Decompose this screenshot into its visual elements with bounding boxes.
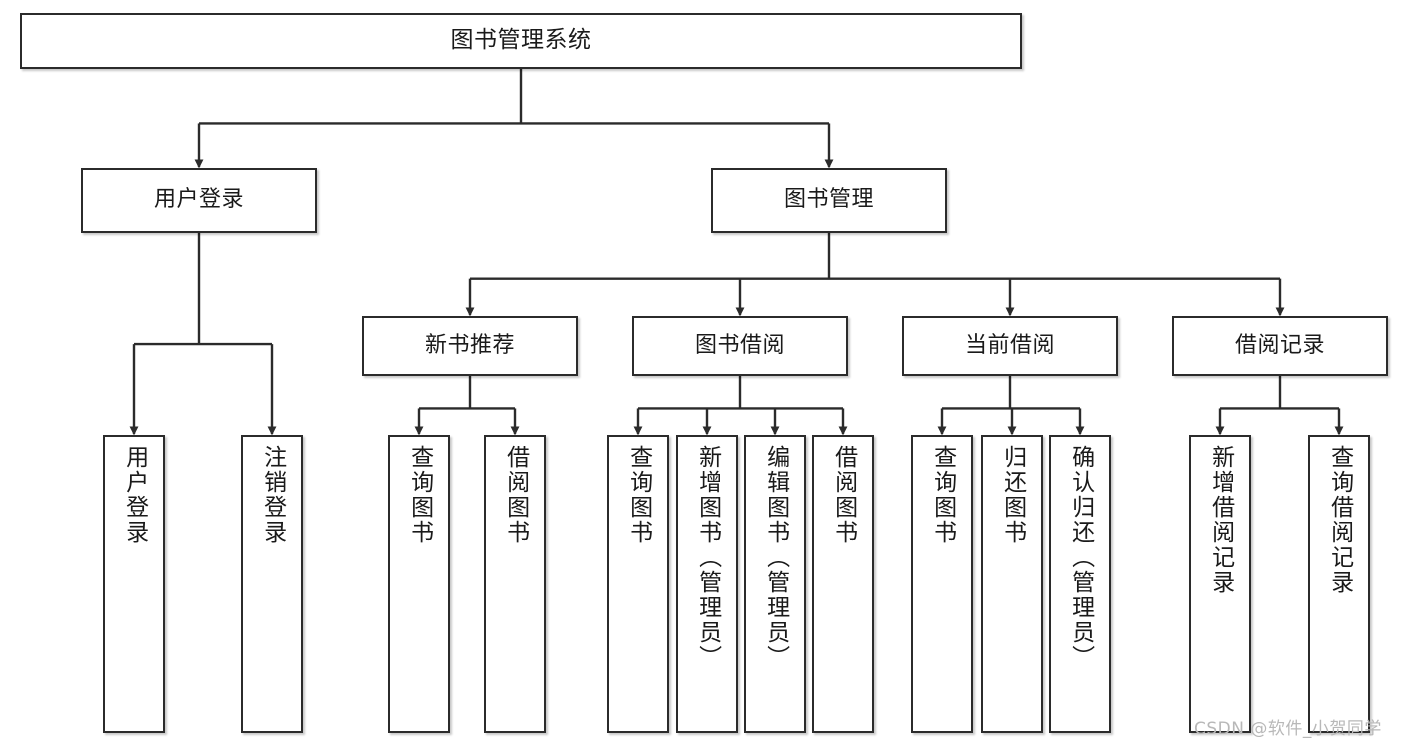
leaf-record-query-borrow-record[interactable]: 查询借阅记录 (1308, 435, 1370, 733)
node-label: 借阅记录 (1234, 332, 1325, 358)
node-label: 确认归还（管理员） (1067, 445, 1094, 670)
node-label: 新增图书（管理员） (694, 445, 721, 670)
node-book-management[interactable]: 图书管理 (711, 168, 947, 233)
node-label: 归还图书 (999, 445, 1026, 545)
leaf-recommend-query-book[interactable]: 查询图书 (388, 435, 450, 733)
leaf-borrow-edit-book-admin[interactable]: 编辑图书（管理员） (744, 435, 806, 733)
node-label: 图书借阅 (694, 332, 785, 358)
node-label: 新书推荐 (424, 332, 515, 358)
node-label: 用户登录 (121, 445, 148, 545)
leaf-user-login[interactable]: 用户登录 (103, 435, 165, 733)
node-label: 注销登录 (259, 445, 286, 545)
node-label: 查询图书 (625, 445, 652, 545)
leaf-borrow-query-book[interactable]: 查询图书 (607, 435, 669, 733)
node-label: 编辑图书（管理员） (762, 445, 789, 670)
node-label: 查询图书 (929, 445, 956, 545)
leaf-current-query-book[interactable]: 查询图书 (911, 435, 973, 733)
node-label: 借阅图书 (830, 445, 857, 545)
node-label: 借阅图书 (502, 445, 529, 545)
node-root-book-management-system[interactable]: 图书管理系统 (20, 13, 1022, 69)
node-label: 图书管理 (783, 187, 874, 213)
leaf-record-add-borrow-record[interactable]: 新增借阅记录 (1189, 435, 1251, 733)
leaf-current-return-book[interactable]: 归还图书 (981, 435, 1043, 733)
leaf-logout[interactable]: 注销登录 (241, 435, 303, 733)
node-user-login[interactable]: 用户登录 (81, 168, 317, 233)
leaf-recommend-borrow-book[interactable]: 借阅图书 (484, 435, 546, 733)
node-new-book-recommendation[interactable]: 新书推荐 (362, 316, 578, 376)
leaf-borrow-borrow-book[interactable]: 借阅图书 (812, 435, 874, 733)
node-label: 用户登录 (153, 187, 244, 213)
leaf-current-confirm-return-admin[interactable]: 确认归还（管理员） (1049, 435, 1111, 733)
node-label: 当前借阅 (964, 332, 1055, 358)
csdn-watermark: CSDN @软件_小贺同学 (1194, 719, 1382, 739)
node-current-borrowing[interactable]: 当前借阅 (902, 316, 1118, 376)
leaf-borrow-add-book-admin[interactable]: 新增图书（管理员） (676, 435, 738, 733)
node-borrow-records[interactable]: 借阅记录 (1172, 316, 1388, 376)
node-label: 查询图书 (406, 445, 433, 545)
node-label: 查询借阅记录 (1326, 445, 1353, 595)
node-book-borrowing[interactable]: 图书借阅 (632, 316, 848, 376)
node-label: 图书管理系统 (450, 27, 592, 54)
node-label: 新增借阅记录 (1207, 445, 1234, 595)
